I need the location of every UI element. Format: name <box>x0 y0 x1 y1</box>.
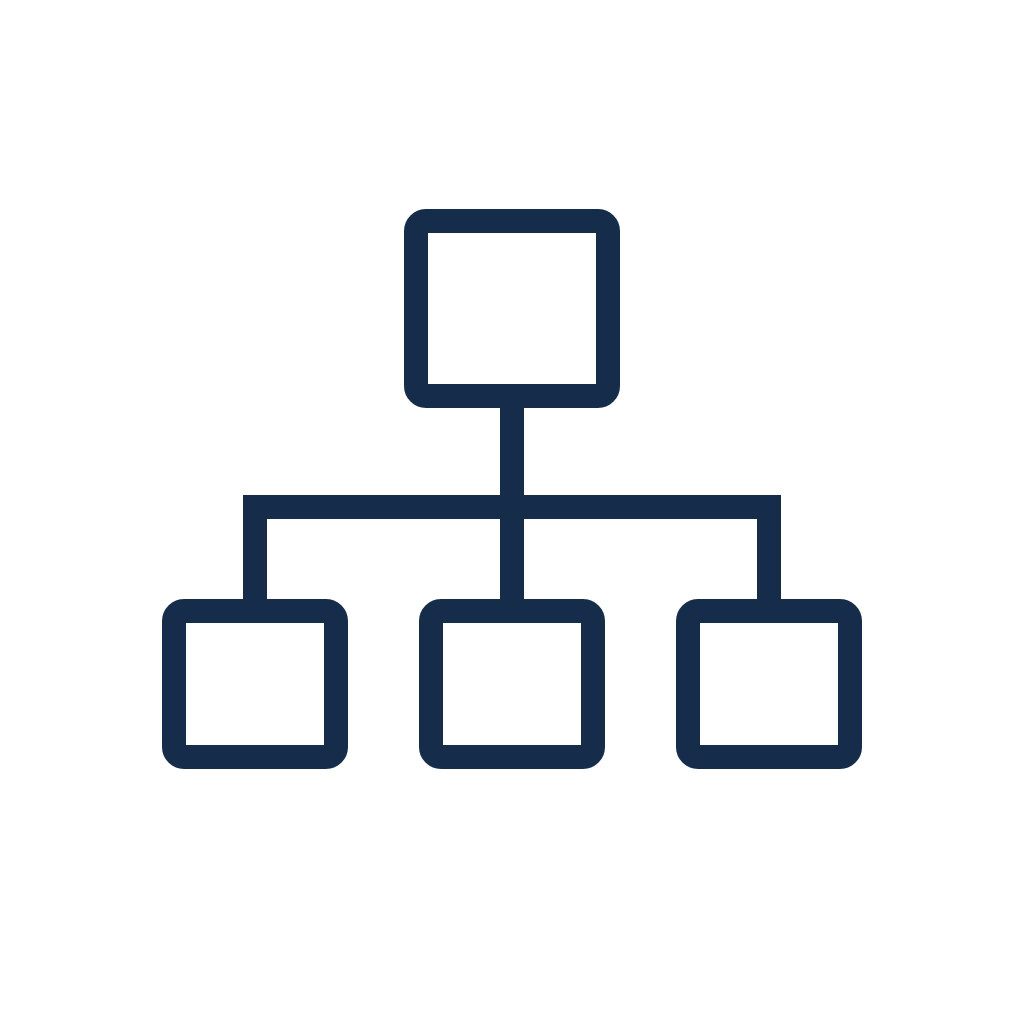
child-node-left <box>162 599 348 769</box>
node-group <box>162 209 862 769</box>
child-node-middle <box>419 599 605 769</box>
connector-group <box>243 396 781 611</box>
child-node-right <box>676 599 862 769</box>
root-node <box>404 209 620 408</box>
